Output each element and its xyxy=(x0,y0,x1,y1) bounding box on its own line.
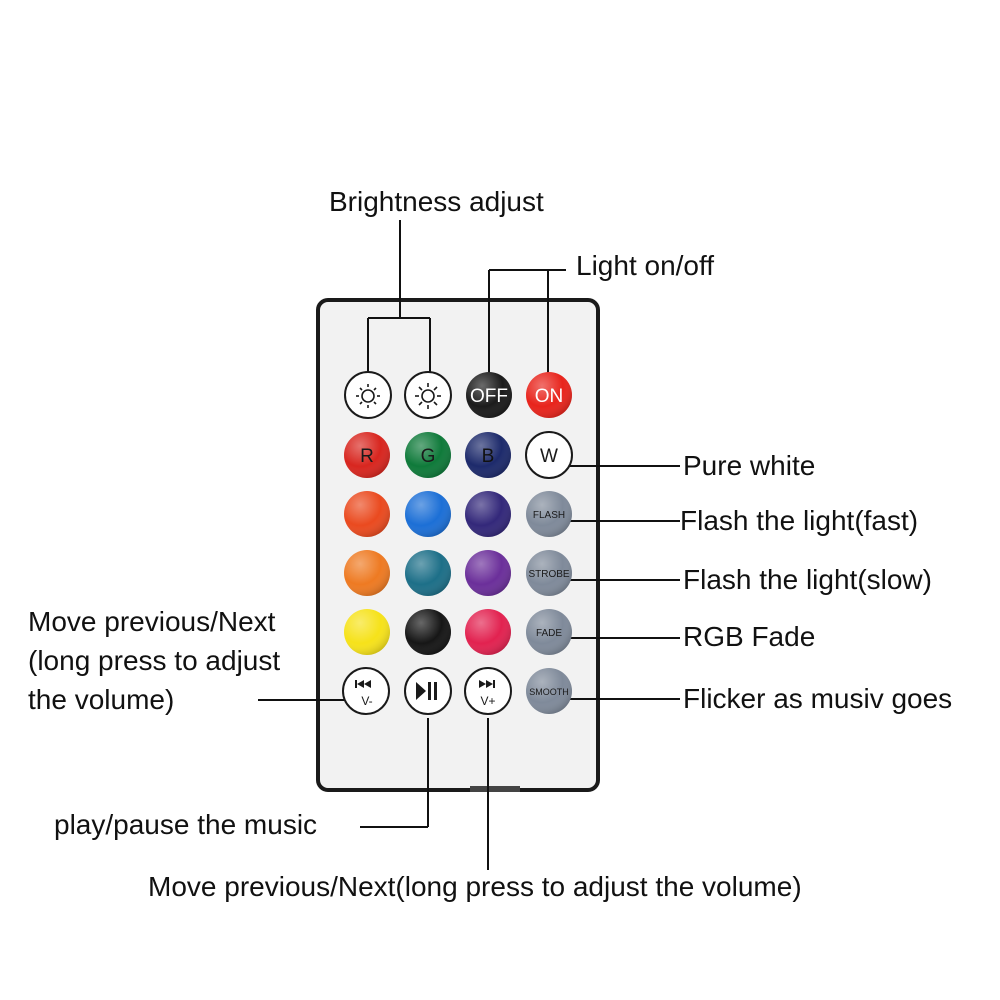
previous-icon xyxy=(355,680,371,688)
volume-up-label: V+ xyxy=(480,694,495,708)
color-button-yellow[interactable] xyxy=(344,609,390,655)
color-button-orange[interactable] xyxy=(344,550,390,596)
green-label: G xyxy=(421,446,436,467)
red-button[interactable]: R xyxy=(344,432,390,478)
white-label: W xyxy=(540,446,558,467)
brightness-up-button[interactable] xyxy=(404,371,452,419)
brightness-annotation: Brightness adjust xyxy=(329,186,544,217)
move-bottom-annotation: Move previous/Next(long press to adjust … xyxy=(148,871,802,902)
previous-button[interactable]: V- xyxy=(342,667,390,715)
move-left-annotation-line3: the volume) xyxy=(28,684,175,715)
green-button[interactable]: G xyxy=(405,432,451,478)
color-button-purple[interactable] xyxy=(465,550,511,596)
move-left-annotation-line2: (long press to adjust xyxy=(28,645,281,676)
color-button-pink[interactable] xyxy=(465,609,511,655)
flash-label: FLASH xyxy=(533,510,565,521)
brightness-up-icon xyxy=(415,383,441,409)
play-pause-button[interactable] xyxy=(404,667,452,715)
color-button-indigo[interactable] xyxy=(465,491,511,537)
color-button-black[interactable] xyxy=(405,609,451,655)
play-pause-icon xyxy=(416,682,437,700)
blue-label: B xyxy=(482,446,495,467)
volume-down-label: V- xyxy=(361,694,372,708)
pure-white-annotation: Pure white xyxy=(683,450,816,481)
strobe-button[interactable]: STROBE xyxy=(526,550,572,596)
blue-button[interactable]: B xyxy=(465,432,511,478)
remote-bottom-edge xyxy=(470,786,520,792)
color-button-light-blue[interactable] xyxy=(405,491,451,537)
color-button-orange-red[interactable] xyxy=(344,491,390,537)
brightness-down-button[interactable] xyxy=(344,371,392,419)
color-button-teal[interactable] xyxy=(405,550,451,596)
flash-slow-annotation: Flash the light(slow) xyxy=(683,564,932,595)
off-button[interactable]: OFF xyxy=(466,372,512,418)
off-label: OFF xyxy=(470,386,508,407)
on-label: ON xyxy=(535,386,564,407)
flicker-annotation: Flicker as musiv goes xyxy=(683,683,953,714)
remote-body xyxy=(316,298,600,792)
strobe-label: STROBE xyxy=(528,569,569,580)
smooth-button[interactable]: SMOOTH xyxy=(526,668,572,714)
white-button[interactable]: W xyxy=(525,431,573,479)
play-pause-annotation: play/pause the music xyxy=(54,809,318,840)
red-label: R xyxy=(360,446,374,467)
on-button[interactable]: ON xyxy=(526,372,572,418)
rgb-fade-annotation: RGB Fade xyxy=(683,621,816,652)
next-icon xyxy=(479,680,495,688)
fade-button[interactable]: FADE xyxy=(526,609,572,655)
move-left-annotation-line1: Move previous/Next xyxy=(28,606,276,637)
brightness-down-icon xyxy=(356,384,380,408)
next-button[interactable]: V+ xyxy=(464,667,512,715)
flash-button[interactable]: FLASH xyxy=(526,491,572,537)
flash-fast-annotation: Flash the light(fast) xyxy=(680,505,919,536)
fade-label: FADE xyxy=(536,628,562,639)
light-on-off-annotation: Light on/off xyxy=(576,250,715,281)
smooth-label: SMOOTH xyxy=(529,687,569,697)
